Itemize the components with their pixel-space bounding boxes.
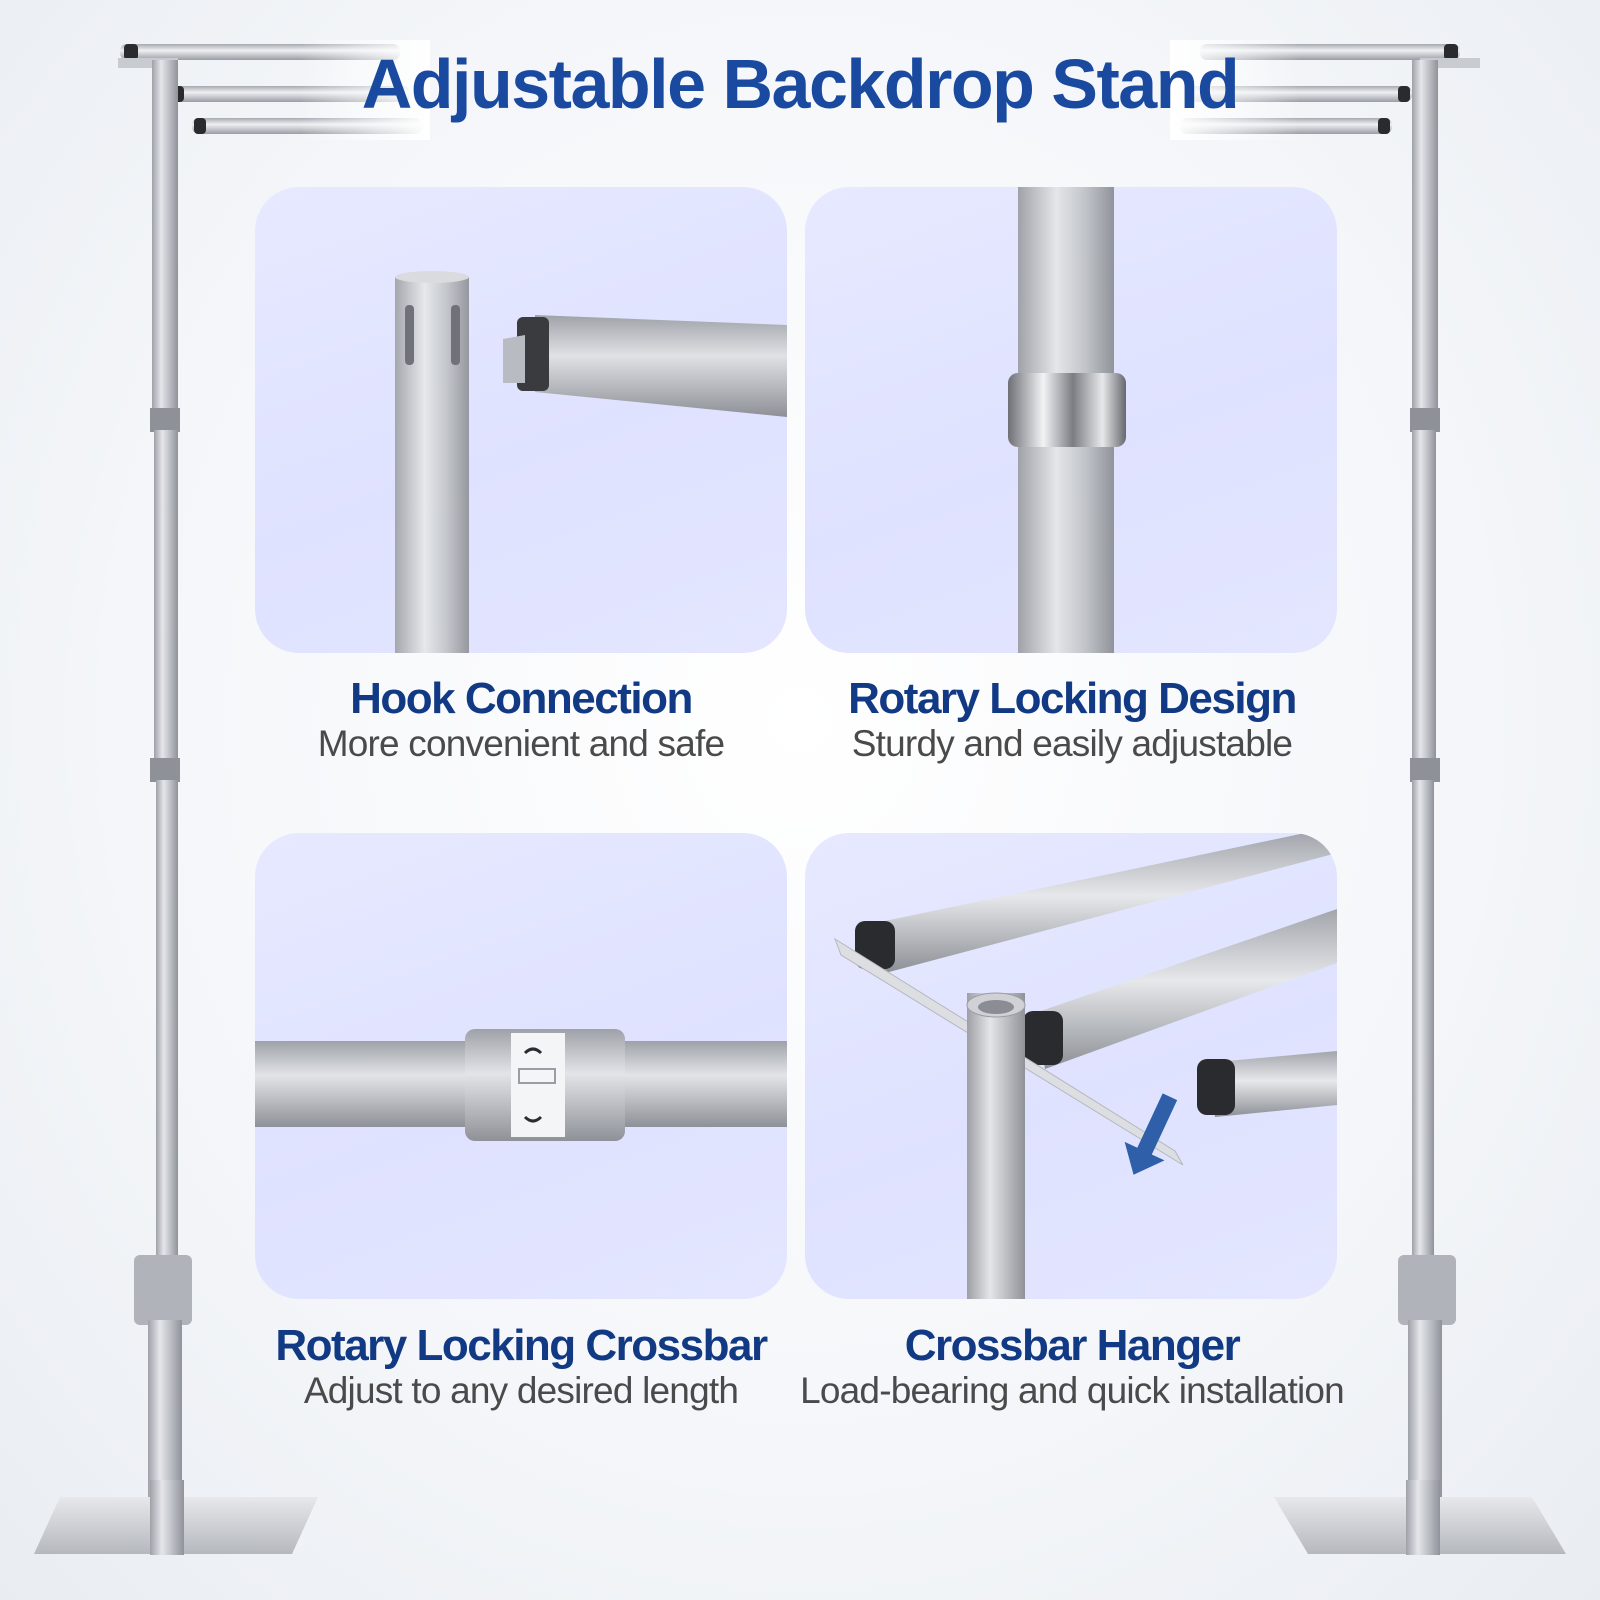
crossbar-photo-icon [255, 1029, 787, 1141]
caption-subtitle: More convenient and safe [317, 723, 725, 764]
feature-card-hook-connection [255, 187, 787, 653]
hook-connection-photo-icon [395, 271, 787, 653]
feature-card-rotary-locking-crossbar [255, 833, 787, 1299]
feature-card-rotary-locking-design [805, 187, 1337, 653]
caption-title: Rotary Locking Crossbar [275, 1321, 768, 1370]
caption-title: Crossbar Hanger [904, 1321, 1241, 1370]
caption-title: Hook Connection [350, 674, 693, 723]
caption-hook-connection: Hook Connection More convenient and safe [241, 675, 801, 765]
caption-title: Rotary Locking Design [848, 674, 1297, 723]
crossbar-hanger-photo-icon [834, 833, 1337, 1299]
rotary-lock-photo-icon [1008, 187, 1126, 653]
caption-subtitle: Adjust to any desired length [303, 1370, 739, 1411]
feature-card-crossbar-hanger [805, 833, 1337, 1299]
page-title: Adjustable Backdrop Stand [361, 45, 1240, 123]
caption-subtitle: Load-bearing and quick installation [800, 1370, 1345, 1411]
caption-crossbar-hanger: Crossbar Hanger Load-bearing and quick i… [792, 1322, 1352, 1412]
caption-subtitle: Sturdy and easily adjustable [851, 723, 1293, 764]
caption-rotary-locking-design: Rotary Locking Design Sturdy and easily … [792, 675, 1352, 765]
caption-rotary-locking-crossbar: Rotary Locking Crossbar Adjust to any de… [241, 1322, 801, 1412]
